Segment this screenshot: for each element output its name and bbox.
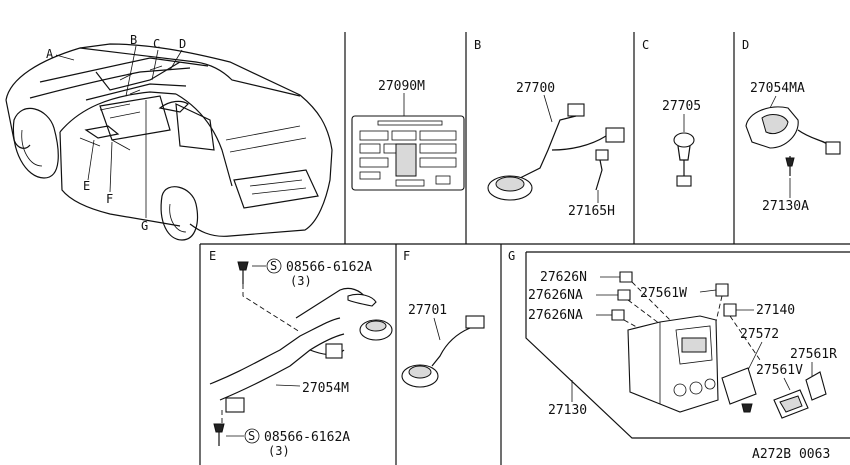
bolt-top-qty: (3) (290, 274, 312, 288)
section-label-d: D (742, 38, 749, 52)
bolt-bottom: 08566-6162A (264, 430, 350, 445)
car-label-b: B (130, 33, 137, 47)
panel-f: F 27701 (401, 249, 485, 388)
panel-c: C 27705 (642, 38, 701, 187)
part-27165h: 27165H (568, 204, 615, 219)
part-27705: 27705 (662, 99, 701, 114)
car-label-f: F (106, 192, 113, 206)
panel-27090m: 27090M (351, 79, 465, 191)
car-callouts: A B C D E F G (46, 33, 186, 233)
part-27572: 27572 (740, 327, 779, 342)
part-27701: 27701 (408, 303, 447, 318)
part-27140: 27140 (756, 303, 795, 318)
car-label-g: G (141, 219, 148, 233)
part-27626na-2: 27626NA (528, 308, 583, 323)
car-label-e: E (83, 179, 90, 193)
section-label-b: B (474, 38, 481, 52)
part-27561r: 27561R (790, 347, 837, 362)
part-27090m: 27090M (378, 79, 425, 94)
car-illustration (5, 43, 333, 241)
part-27130: 27130 (548, 403, 587, 418)
bolt-top: 08566-6162A (286, 260, 372, 275)
panel-b: B 27700 27165H (474, 38, 625, 219)
part-27626n: 27626N (540, 270, 587, 285)
circle-s-bottom: S (248, 429, 255, 443)
section-label-e: E (209, 249, 216, 263)
part-27700: 27700 (516, 81, 555, 96)
panel-g: G 27626N 27626NA 27626NA 27561W 27140 27… (508, 249, 850, 439)
part-27130a: 27130A (762, 199, 809, 214)
circle-s-top: S (270, 259, 277, 273)
part-27561w: 27561W (640, 286, 687, 301)
part-27626na-1: 27626NA (528, 288, 583, 303)
panel-d: D 27054MA 27130A (742, 38, 841, 214)
car-label-d: D (179, 37, 186, 51)
section-label-f: F (403, 249, 410, 263)
section-label-c: C (642, 38, 649, 52)
part-27561v: 27561V (756, 363, 803, 378)
part-27054ma: 27054MA (750, 81, 805, 96)
section-label-g: G (508, 249, 515, 263)
car-label-c: C (153, 37, 160, 51)
panel-borders (199, 32, 850, 465)
car-label-a: A (46, 47, 54, 61)
panel-e: E S 08566-6162A (3) 27054M S 08566-6162A… (209, 249, 393, 458)
bolt-bottom-qty: (3) (268, 444, 290, 458)
part-27054m: 27054M (302, 381, 349, 396)
figure-code: A272B 0063 (752, 447, 830, 462)
